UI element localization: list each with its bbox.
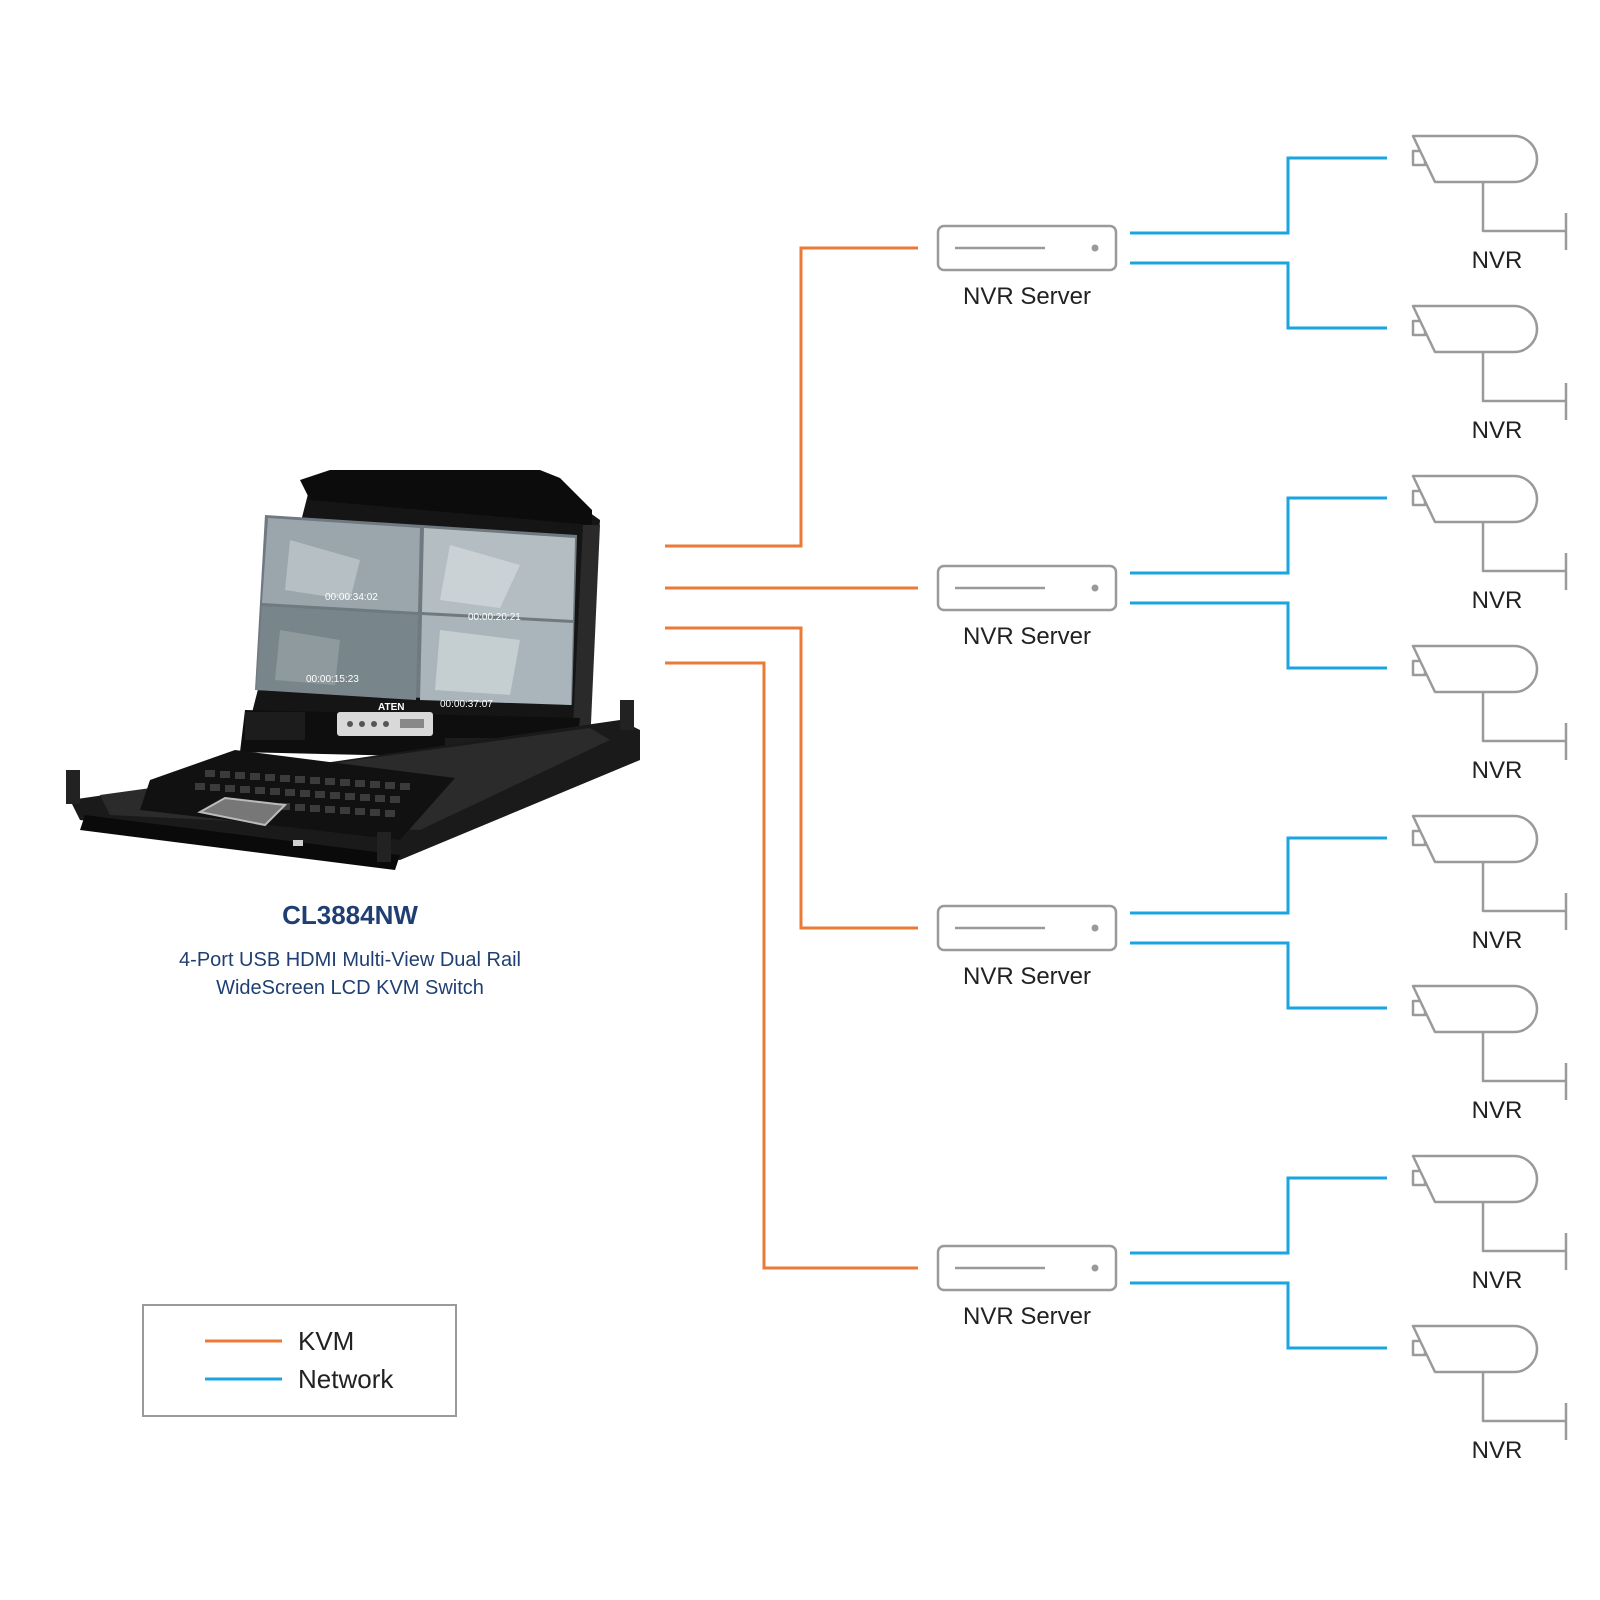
camera-label: NVR <box>1472 417 1523 444</box>
network-connection-lines <box>1130 156 1387 1350</box>
kvm-console-icon: 00:00:34:02 00:00:20:21 00:00:15:23 00:0… <box>66 470 640 870</box>
nvr-camera-node: NVR <box>1411 304 1568 444</box>
product-description-line2: WideScreen LCD KVM Switch <box>216 977 484 999</box>
kvm-screen: 00:00:34:02 00:00:20:21 00:00:15:23 00:0… <box>255 515 577 710</box>
camera-icon <box>1411 1324 1568 1440</box>
camera-label: NVR <box>1472 247 1523 274</box>
nvr-camera-node: NVR <box>1411 1324 1568 1464</box>
kvm-line <box>665 661 918 1270</box>
camera-label: NVR <box>1472 587 1523 614</box>
camera-label: NVR <box>1472 1267 1523 1294</box>
legend-network-label: Network <box>298 1364 394 1394</box>
network-line <box>1130 156 1387 235</box>
camera-icon <box>1411 984 1568 1100</box>
keyboard-icon <box>140 750 455 840</box>
nvr-server-node: NVR Server <box>936 904 1118 990</box>
touchpad <box>197 796 288 827</box>
product-model: CL3884NW <box>282 900 418 930</box>
screen-timestamp-2: 00:00:20:21 <box>468 612 521 623</box>
screen-timestamp-1: 00:00:34:02 <box>325 592 378 603</box>
product-description-line1: 4-Port USB HDMI Multi-View Dual Rail <box>179 949 521 971</box>
camera-label: NVR <box>1472 757 1523 784</box>
nvr-camera-node: NVR <box>1411 134 1568 274</box>
server-icon <box>936 904 1118 952</box>
nvr-camera-node: NVR <box>1411 984 1568 1124</box>
camera-icon <box>1411 644 1568 760</box>
nvr-server-node: NVR Server <box>936 564 1118 650</box>
server-label: NVR Server <box>963 623 1091 650</box>
nvr-server-node: NVR Server <box>936 224 1118 310</box>
server-label: NVR Server <box>963 1303 1091 1330</box>
server-icon <box>936 564 1118 612</box>
screen-timestamp-4: 00:00:37:07 <box>440 699 493 710</box>
kvm-line <box>665 246 918 548</box>
brand-badge: ATEN <box>378 702 404 713</box>
camera-label: NVR <box>1472 1437 1523 1464</box>
camera-icon <box>1411 1154 1568 1270</box>
network-line <box>1130 836 1387 915</box>
network-line <box>1130 261 1387 330</box>
camera-label: NVR <box>1472 1097 1523 1124</box>
server-label: NVR Server <box>963 963 1091 990</box>
server-icon <box>936 224 1118 272</box>
network-line <box>1130 1281 1387 1350</box>
legend: KVM Network <box>142 1304 457 1417</box>
camera-icon <box>1411 474 1568 590</box>
server-icon <box>936 1244 1118 1292</box>
camera-icon <box>1411 814 1568 930</box>
nvr-camera-node: NVR <box>1411 474 1568 614</box>
server-label: NVR Server <box>963 283 1091 310</box>
network-line <box>1130 601 1387 670</box>
legend-box <box>142 1304 457 1417</box>
camera-icon <box>1411 304 1568 420</box>
network-line <box>1130 1176 1387 1255</box>
camera-icon <box>1411 134 1568 250</box>
nvr-server-node: NVR Server <box>936 1244 1118 1330</box>
camera-label: NVR <box>1472 927 1523 954</box>
network-line <box>1130 941 1387 1010</box>
nvr-camera-node: NVR <box>1411 644 1568 784</box>
kvm-line <box>665 626 918 930</box>
screen-timestamp-3: 00:00:15:23 <box>306 674 359 685</box>
nvr-camera-node: NVR <box>1411 1154 1568 1294</box>
nvr-camera-node: NVR <box>1411 814 1568 954</box>
kvm-connection-lines <box>665 246 918 1270</box>
legend-kvm-label: KVM <box>298 1326 354 1356</box>
network-line <box>1130 496 1387 575</box>
